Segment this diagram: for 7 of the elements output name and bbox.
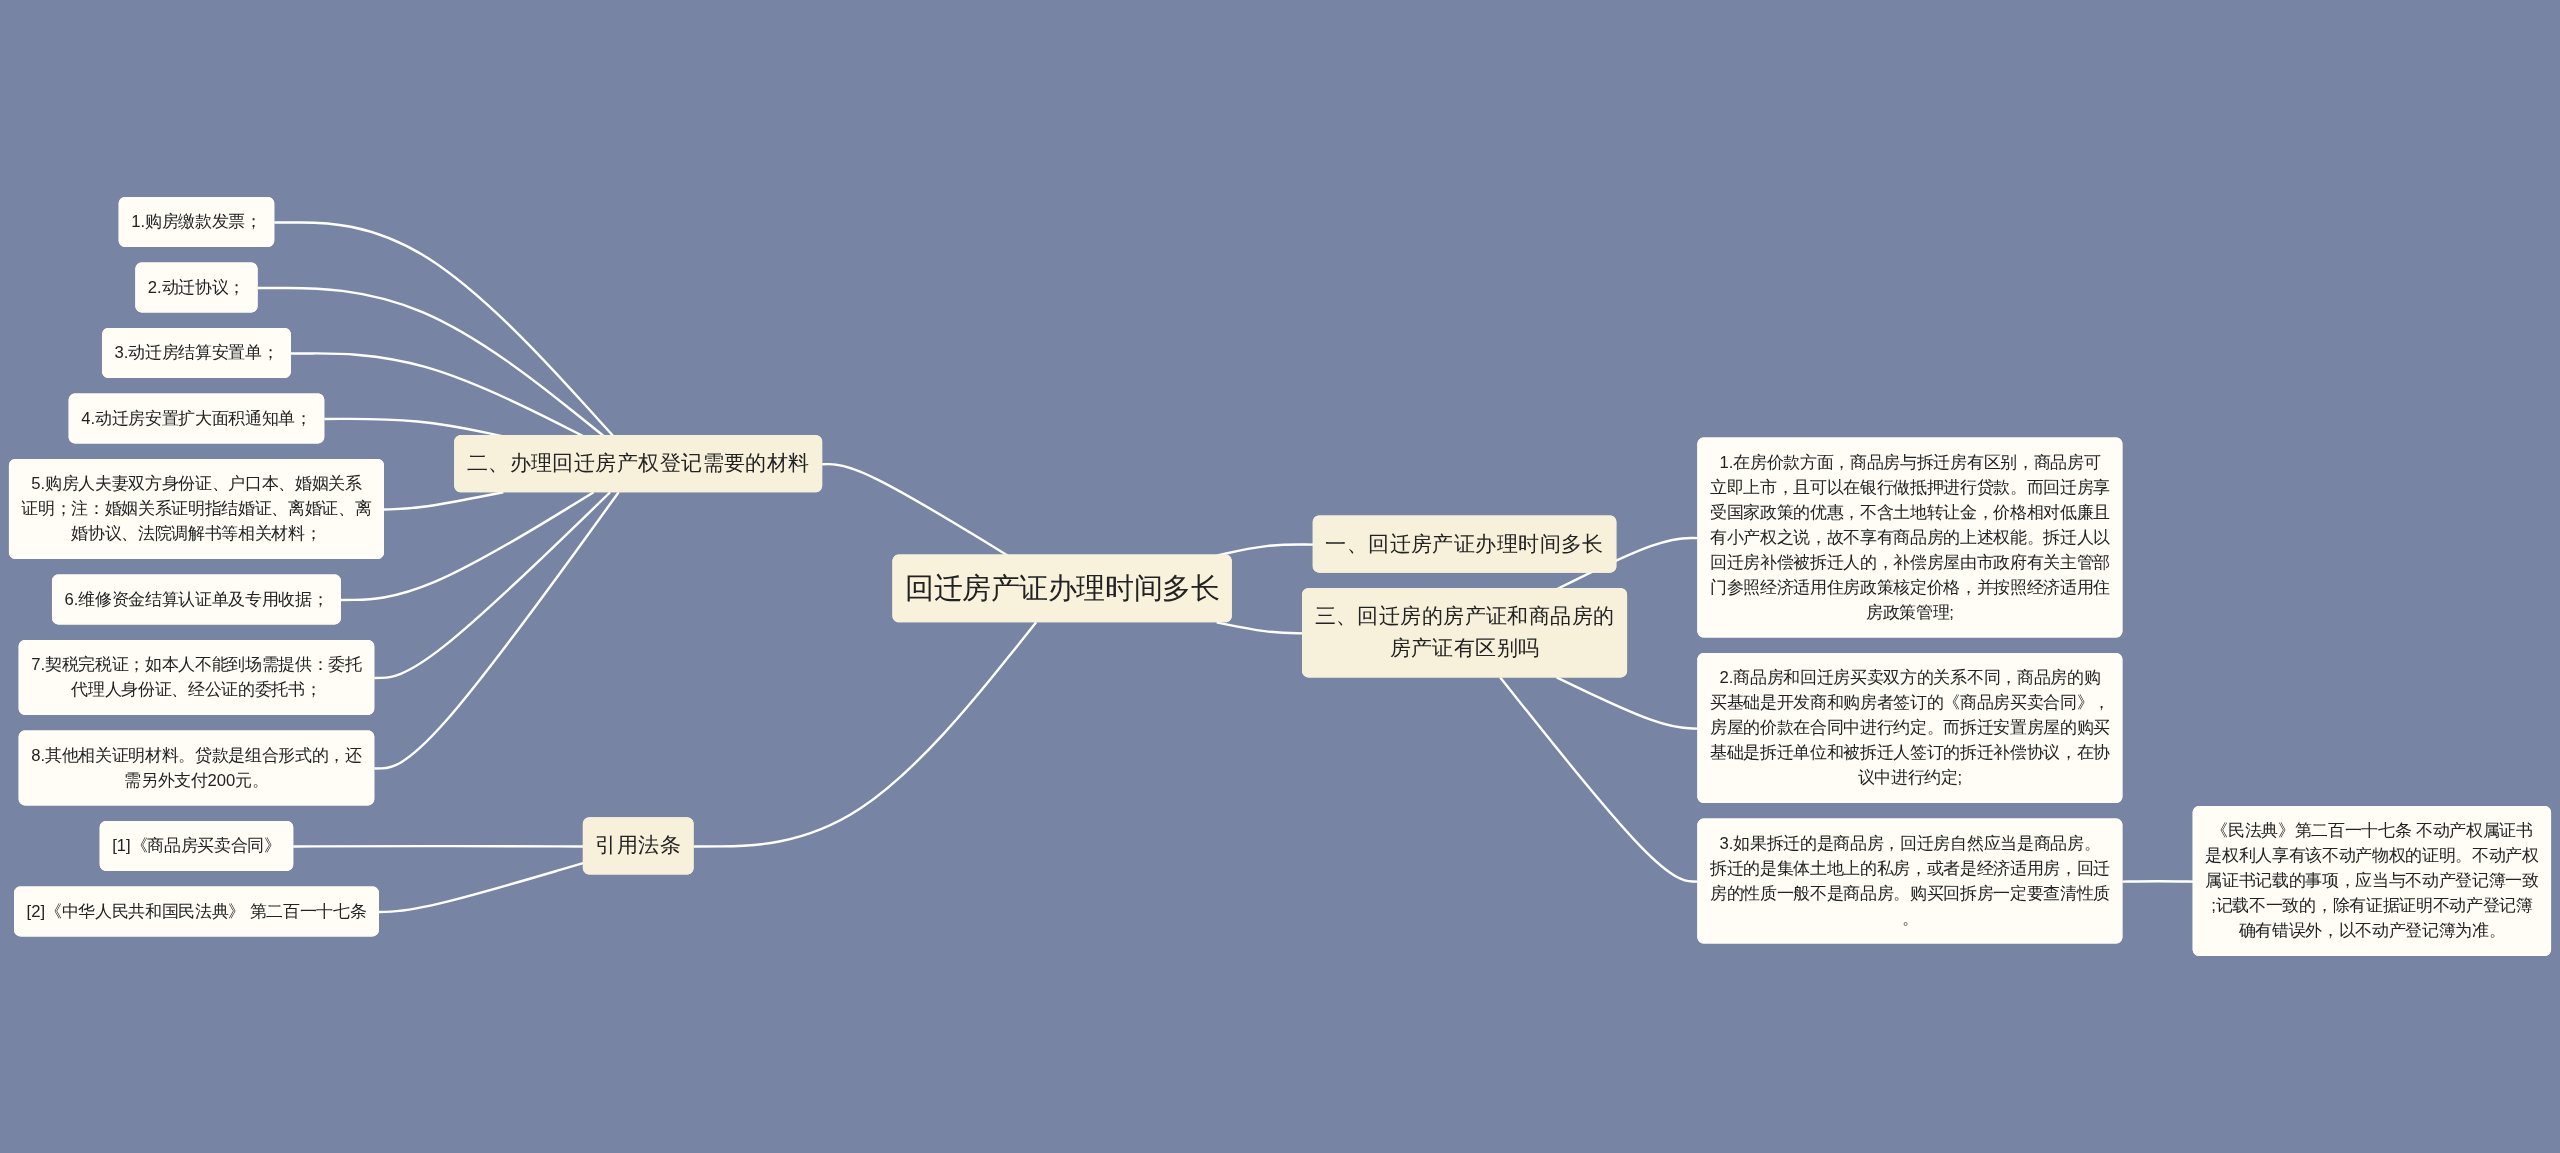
connector bbox=[374, 491, 620, 770]
connector bbox=[2122, 880, 2194, 883]
connector bbox=[693, 621, 1038, 848]
connector bbox=[822, 463, 1009, 557]
connector bbox=[383, 491, 504, 511]
connector bbox=[374, 491, 611, 680]
connector bbox=[340, 491, 595, 602]
